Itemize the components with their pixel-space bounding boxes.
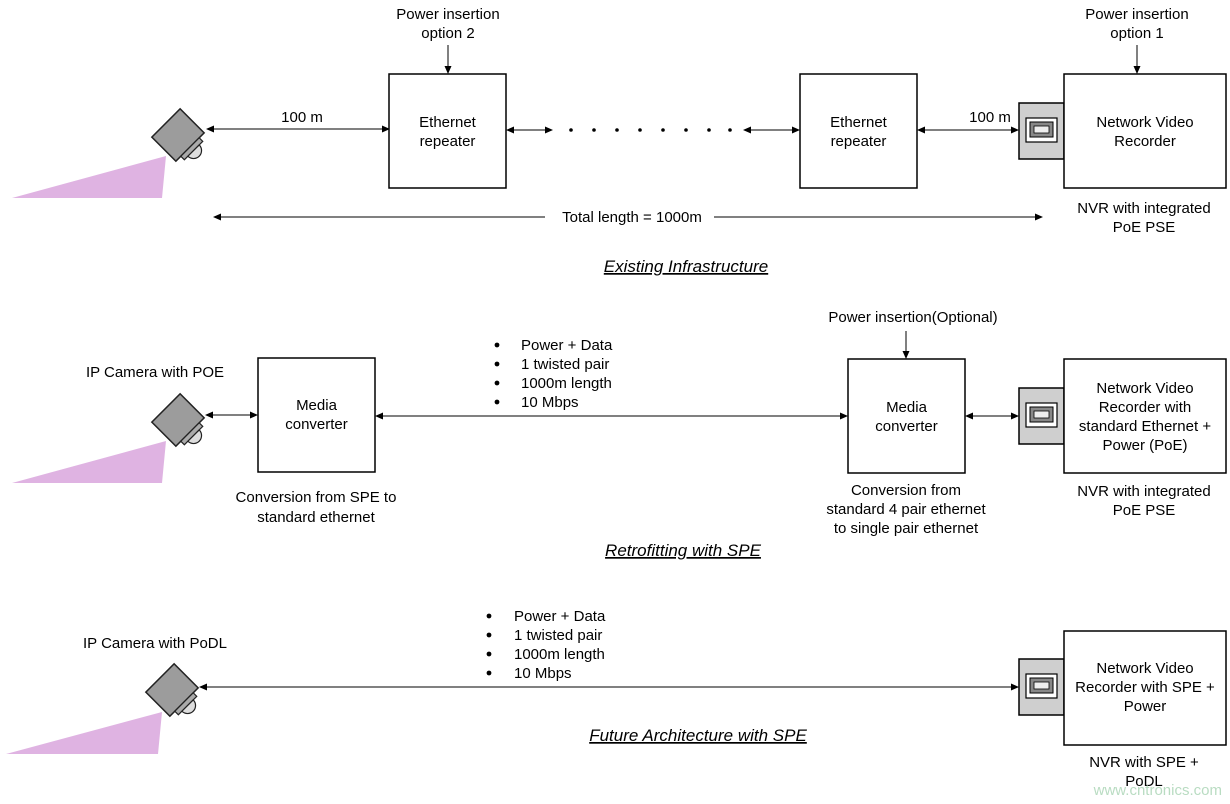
media-converter-left: Media converter <box>257 357 376 473</box>
camera-poe-label: IP Camera with POE <box>86 364 224 381</box>
middle-bullet-1: Power + Data <box>521 337 613 354</box>
nvr-middle-line1: Network Video <box>1096 380 1193 397</box>
distance-left-label: 100 m <box>281 109 323 126</box>
media-right-caption-line2: standard 4 pair ethernet <box>826 501 986 518</box>
title-retrofitting-with-spe: Retrofitting with SPE <box>605 541 762 560</box>
nvr-bottom-line3: Power <box>1124 698 1167 715</box>
title-existing-infrastructure: Existing Infrastructure <box>604 257 768 276</box>
ethernet-repeater-left: Ethernet repeater <box>388 73 507 189</box>
ethernet-repeater-right: Ethernet repeater <box>799 73 918 189</box>
nvr-middle: Network Video Recorder with standard Eth… <box>1063 358 1227 474</box>
media-left-caption-line1: Conversion from SPE to <box>236 489 397 506</box>
nvr-bottom-line1: Network Video <box>1096 660 1193 677</box>
camera-beam-bottom <box>6 712 162 754</box>
middle-bullet-list: Power + Data 1 twisted pair 1000m length… <box>494 337 613 411</box>
nvr-bottom-line2: Recorder with SPE + <box>1075 679 1215 696</box>
nvr-top-caption-line1: NVR with integrated <box>1077 200 1210 217</box>
nvr-bottom-caption-line2: PoDL <box>1125 773 1163 790</box>
nvr-middle-line3: standard Ethernet + <box>1079 418 1211 435</box>
media-left-line2: converter <box>285 416 348 433</box>
watermark: www.cntronics.com <box>1093 782 1222 799</box>
power-opt2-line1: Power insertion <box>396 6 499 23</box>
bottom-bullet-1: Power + Data <box>514 608 606 625</box>
media-left-line1: Media <box>296 397 338 414</box>
camera-middle <box>12 392 206 483</box>
ethernet-jack-middle <box>1018 387 1065 445</box>
power-opt1-line1: Power insertion <box>1085 6 1188 23</box>
middle-bullet-4: 10 Mbps <box>521 394 579 411</box>
nvr-bottom: Network Video Recorder with SPE + Power <box>1063 630 1227 746</box>
repeater-left-line1: Ethernet <box>419 114 477 131</box>
camera-top <box>12 107 206 198</box>
continuation-dots <box>569 128 732 132</box>
camera-podl-label: IP Camera with PoDL <box>83 635 227 652</box>
nvr-middle-line2: Recorder with <box>1099 399 1192 416</box>
nvr-top-line2: Recorder <box>1114 133 1176 150</box>
media-converter-right: Media converter <box>847 358 966 474</box>
nvr-bottom-caption-line1: NVR with SPE + <box>1089 754 1199 771</box>
nvr-middle-caption-line1: NVR with integrated <box>1077 483 1210 500</box>
power-opt2-line2: option 2 <box>421 25 474 42</box>
media-right-caption-line3: to single pair ethernet <box>834 520 979 537</box>
repeater-left-line2: repeater <box>420 133 476 150</box>
nvr-top: Network Video Recorder <box>1063 73 1227 189</box>
ethernet-jack-bottom <box>1018 658 1065 716</box>
nvr-middle-line4: Power (PoE) <box>1102 437 1187 454</box>
ethernet-jack-top <box>1018 102 1065 160</box>
power-optional-label: Power insertion(Optional) <box>828 309 997 326</box>
middle-bullet-3: 1000m length <box>521 375 612 392</box>
camera-bottom <box>6 662 200 754</box>
title-future-architecture-with-spe: Future Architecture with SPE <box>589 726 807 745</box>
camera-beam-middle <box>12 441 166 483</box>
bottom-bullet-4: 10 Mbps <box>514 665 572 682</box>
power-opt1-line2: option 1 <box>1110 25 1163 42</box>
media-right-line1: Media <box>886 399 928 416</box>
distance-right-label: 100 m <box>969 109 1011 126</box>
nvr-top-line1: Network Video <box>1096 114 1193 131</box>
media-right-caption-line1: Conversion from <box>851 482 961 499</box>
camera-beam-top <box>12 156 166 198</box>
bottom-bullet-2: 1 twisted pair <box>514 627 602 644</box>
media-left-caption-line2: standard ethernet <box>257 509 375 526</box>
middle-bullet-2: 1 twisted pair <box>521 356 609 373</box>
total-length-label: Total length = 1000m <box>562 209 702 226</box>
nvr-top-caption-line2: PoE PSE <box>1113 219 1176 236</box>
power-insertion-option-2: Power insertion option 2 <box>396 6 500 74</box>
repeater-right-line2: repeater <box>831 133 887 150</box>
bottom-bullet-3: 1000m length <box>514 646 605 663</box>
power-insertion-option-1: Power insertion option 1 <box>1085 6 1189 74</box>
repeater-right-line1: Ethernet <box>830 114 888 131</box>
nvr-middle-caption-line2: PoE PSE <box>1113 502 1176 519</box>
bottom-bullet-list: Power + Data 1 twisted pair 1000m length… <box>486 608 606 682</box>
media-right-line2: converter <box>875 418 938 435</box>
